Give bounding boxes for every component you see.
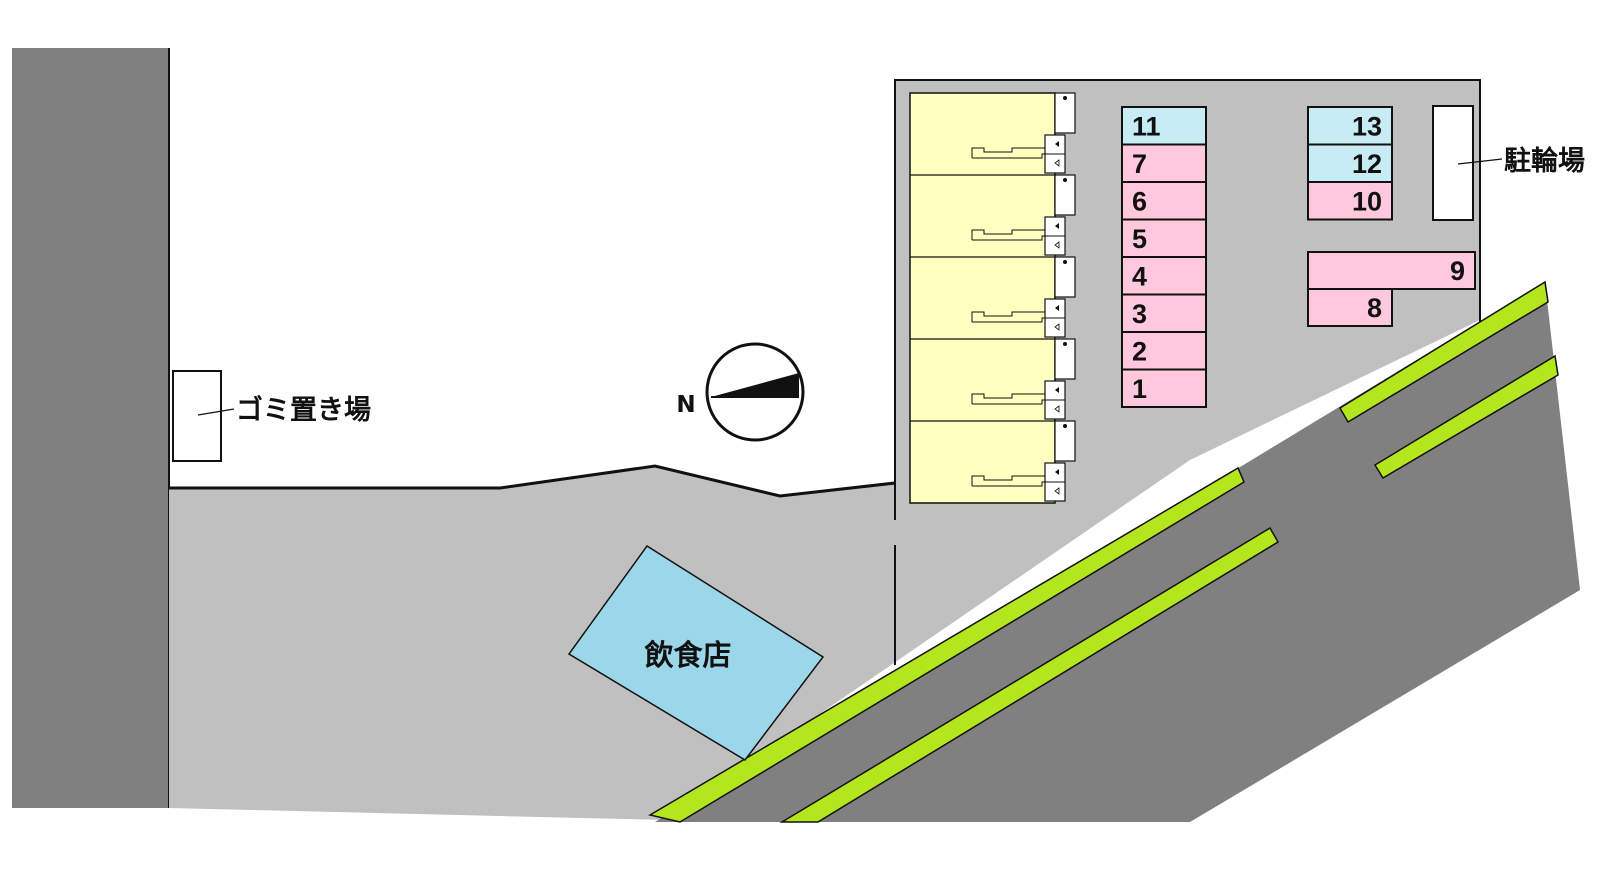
parking-slot-number: 1 — [1132, 374, 1147, 404]
garbage-label: ゴミ置き場 — [236, 394, 371, 426]
bicycle-label: 駐輪場 — [1504, 145, 1585, 177]
meter-icon — [1063, 178, 1067, 182]
parking-slot-number: 6 — [1132, 187, 1147, 217]
lot-boundary-line — [169, 464, 896, 498]
parking-slots: 11 7 6 5 4 3 2 1 13 12 10 9 8 — [1121, 106, 1476, 408]
stair-outline — [971, 147, 1045, 158]
unit-balcony — [1054, 338, 1076, 380]
garbage-leader-line — [197, 408, 235, 416]
stair-outline — [971, 311, 1045, 322]
building-body — [909, 92, 1056, 504]
parking-slot-number: 9 — [1450, 256, 1465, 286]
stair-outline — [971, 475, 1045, 486]
door-icon — [1055, 469, 1059, 475]
parking-slot-number: 2 — [1132, 337, 1147, 367]
unit-balcony — [1054, 92, 1076, 134]
road-stripe — [1373, 354, 1559, 480]
parking-slot-number: 12 — [1352, 149, 1382, 179]
stair-outline — [972, 481, 1045, 487]
parking-lot-outline — [894, 79, 1481, 520]
compass-north-label: N — [676, 392, 695, 418]
compass-needle-icon — [711, 373, 799, 397]
compass: N — [676, 342, 805, 442]
parking-slot — [1121, 143, 1207, 183]
door-icon — [1054, 241, 1060, 249]
parking-slot-number: 5 — [1132, 224, 1147, 254]
road-stripe — [779, 526, 1280, 823]
parking-slot — [1121, 256, 1207, 296]
stair-outline — [971, 229, 1045, 240]
parking-slot-number: 8 — [1367, 293, 1382, 323]
left-road — [12, 48, 169, 808]
parking-slot-number: 7 — [1132, 149, 1147, 179]
parking-slot — [1121, 368, 1207, 408]
meter-icon — [1063, 342, 1067, 346]
unit-balcony — [1054, 174, 1076, 216]
garbage-area — [172, 370, 222, 462]
parking-slot-number: 3 — [1132, 299, 1147, 329]
apartment-building — [909, 92, 1076, 504]
bicycle-leader-line — [1457, 158, 1503, 165]
parking-slot — [1307, 106, 1393, 146]
parking-slot — [1121, 218, 1207, 258]
door-icon — [1054, 159, 1060, 167]
door-icon — [1055, 387, 1059, 393]
unit-balcony — [1054, 256, 1076, 298]
parking-slot — [1307, 181, 1393, 221]
parking-slot-number: 13 — [1352, 112, 1382, 142]
restaurant-label: 飲食店 — [644, 638, 731, 672]
road-stripe — [1338, 280, 1549, 424]
door-icon — [1054, 405, 1060, 413]
meter-icon — [1063, 96, 1067, 100]
door-icon — [1055, 141, 1059, 147]
stair-outline — [972, 153, 1045, 159]
unit-balcony — [1054, 420, 1076, 462]
door-icon — [1054, 487, 1060, 495]
door-icon — [1055, 305, 1059, 311]
stair-outline — [971, 393, 1045, 404]
meter-icon — [1063, 260, 1067, 264]
road-stripe — [648, 466, 1245, 823]
stair-outline — [972, 317, 1045, 323]
parking-slot-number: 11 — [1132, 112, 1161, 142]
door-icon — [1055, 223, 1059, 229]
restaurant — [567, 544, 825, 761]
parking-slot — [1121, 331, 1207, 371]
door-icon — [1054, 323, 1060, 331]
stair-outline — [972, 399, 1045, 405]
meter-icon — [1063, 424, 1067, 428]
parking-slot-number: 4 — [1132, 262, 1147, 292]
road-stripes — [648, 280, 1559, 823]
stair-outline — [972, 235, 1045, 241]
parking-slot — [1307, 288, 1393, 327]
parking-slot-number: 10 — [1352, 187, 1382, 217]
